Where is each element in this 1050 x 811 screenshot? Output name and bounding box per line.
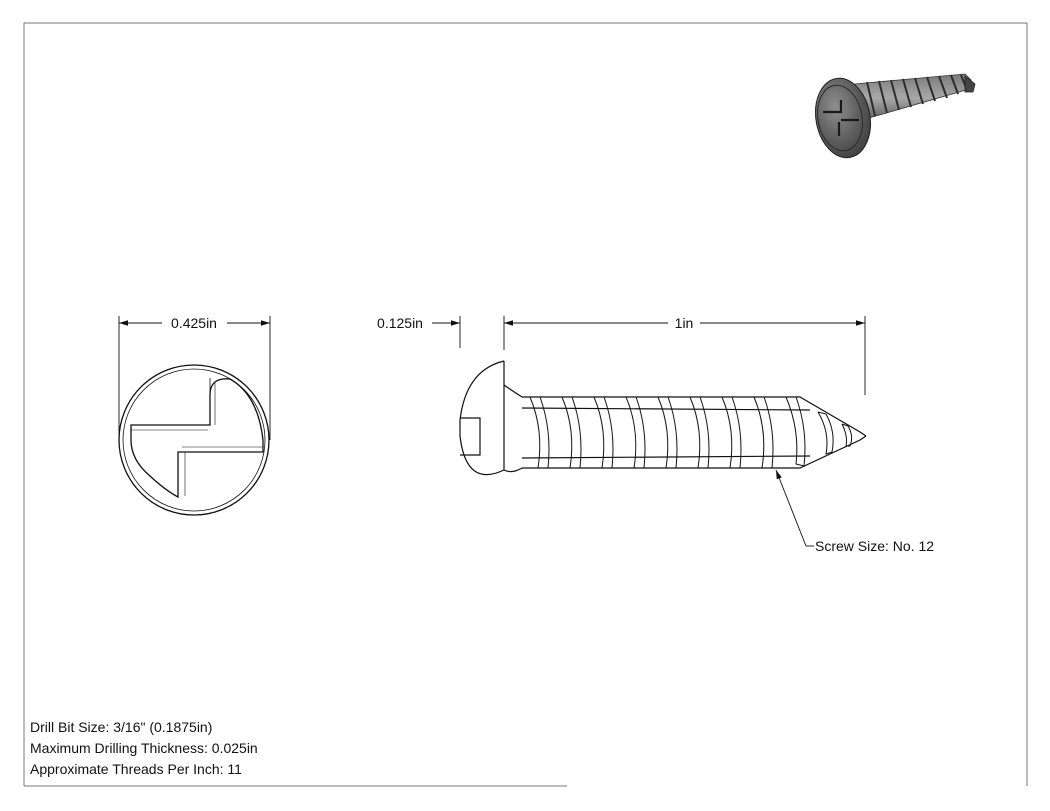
screw-threads bbox=[529, 396, 853, 469]
head-diameter-label: 0.425in bbox=[171, 315, 217, 331]
note-max-drilling-thickness: Maximum Drilling Thickness: 0.025in bbox=[30, 740, 258, 756]
sheet-border bbox=[23, 22, 1028, 787]
screw-side-view bbox=[459, 360, 867, 476]
length-label: 1in bbox=[675, 315, 694, 331]
head-height-label: 0.125in bbox=[377, 315, 423, 331]
note-threads-per-inch: Approximate Threads Per Inch: 11 bbox=[30, 761, 242, 777]
head-diameter-dimension bbox=[118, 316, 271, 440]
screw-isometric-view bbox=[815, 73, 976, 159]
screw-size-leader bbox=[775, 469, 814, 547]
length-dimension bbox=[504, 316, 866, 395]
note-drill-bit-size: Drill Bit Size: 3/16" (0.1875in) bbox=[30, 719, 213, 735]
head-end-view bbox=[118, 364, 270, 516]
head-height-dimension bbox=[432, 316, 505, 350]
screw-size-callout: Screw Size: No. 12 bbox=[815, 538, 934, 554]
